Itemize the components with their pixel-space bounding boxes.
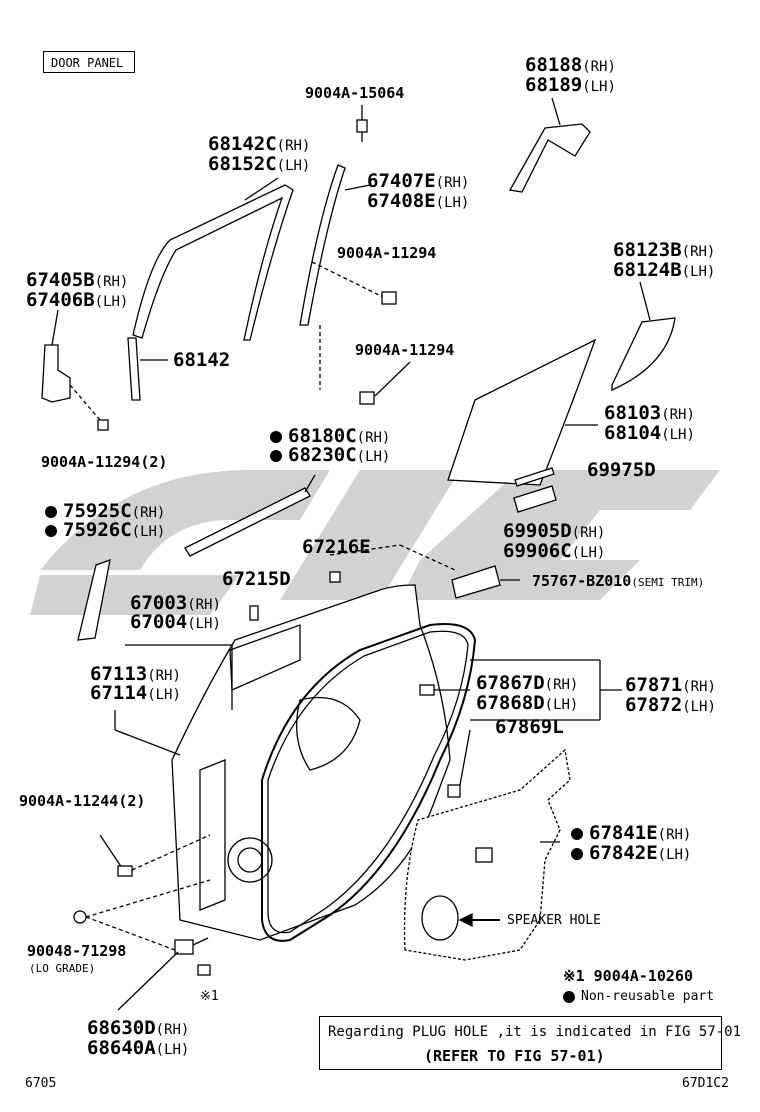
label-68142C: 68142C(RH) (208, 133, 311, 155)
part-68123B-glass (611, 317, 676, 392)
nonreusable-dot-icon (45, 505, 57, 518)
label-68640A: 68640A(LH) (87, 1037, 190, 1059)
bolt-icon (356, 119, 368, 133)
label-67405B: 67405B(RH) (26, 269, 129, 291)
legend-nonreusable: Non-reusable part (563, 990, 714, 1003)
part-68180C-moulding (184, 487, 311, 557)
part-75767-trim (451, 565, 501, 599)
clip-icon (249, 605, 259, 621)
bolt-icon (117, 865, 133, 877)
label-67215D: 67215D (222, 568, 291, 590)
label-68104: 68104(LH) (604, 422, 695, 444)
speaker-hole-shape (421, 895, 459, 941)
bolt-icon (359, 391, 375, 405)
legend-note1: ※1 9004A-10260 (563, 967, 693, 985)
part-67871-weatherstrip (261, 623, 477, 942)
door-panel-label: DOOR PANEL (51, 56, 124, 70)
footer-left-code: 6705 (25, 1076, 57, 1091)
nonreusable-dot-icon (270, 449, 282, 462)
label-67406B: 67406B(LH) (26, 289, 129, 311)
plug-icon (73, 910, 87, 924)
label-67869L: 67869L (495, 716, 564, 738)
label-67407E: 67407E(RH) (367, 170, 470, 192)
nonreusable-dot-icon (270, 430, 282, 443)
label-9004A-15064: 9004A-15064 (305, 84, 405, 102)
label-speaker-hole: SPEAKER HOLE (507, 913, 601, 928)
door-panel-label-box: DOOR PANEL (43, 51, 135, 73)
label-67113: 67113(RH) (90, 663, 181, 685)
label-68152C: 68152C(LH) (208, 153, 311, 175)
label-lo-grade: (LO GRADE) (29, 962, 96, 975)
clip-67869L-icon (447, 784, 461, 798)
nonreusable-dot-icon (571, 847, 583, 860)
plug-hole-note: Regarding PLUG HOLE ,it is indicated in … (319, 1016, 741, 1070)
door-check-icon (174, 939, 194, 955)
nonreusable-dot-icon (45, 524, 57, 537)
label-75767: 75767-BZ010(SEMI TRIM) (532, 572, 705, 590)
part-69905D-strip (513, 485, 557, 513)
label-68630D: 68630D(RH) (87, 1017, 190, 1039)
label-75926C: 75926C(LH) (45, 521, 165, 540)
part-75925C-garnish (77, 559, 111, 641)
clip-67867D-icon (419, 684, 435, 696)
label-68103: 68103(RH) (604, 402, 695, 424)
part-68142C-channel (132, 184, 294, 341)
part-68103-glass (447, 338, 597, 486)
footer-right-code: 67D1C2 (682, 1076, 729, 1091)
part-69975D-strip (514, 467, 555, 487)
label-ref1: ※1 (200, 989, 219, 1004)
part-68188-frame (508, 123, 591, 193)
label-9004A-11294-a: 9004A-11294 (337, 244, 437, 262)
label-9004A-11244: 9004A-11244(2) (19, 792, 146, 810)
label-69905D: 69905D(RH) (503, 520, 606, 542)
label-69975D: 69975D (587, 459, 656, 481)
label-67842E: 67842E(LH) (571, 844, 691, 863)
label-90048-71298: 90048-71298 (27, 942, 127, 960)
label-68180C: 68180C(RH) (270, 427, 390, 446)
label-67408E: 67408E(LH) (367, 190, 470, 212)
label-68230C: 68230C(LH) (270, 446, 390, 465)
clip-icon (329, 571, 341, 583)
note-line1: Regarding PLUG HOLE ,it is indicated in … (328, 1024, 742, 1040)
label-9004A-11294-b: 9004A-11294 (355, 341, 455, 359)
label-68188: 68188(RH) (525, 54, 616, 76)
label-67004: 67004(LH) (130, 611, 221, 633)
label-68142: 68142 (173, 349, 231, 371)
label-68123B: 68123B(RH) (613, 239, 716, 261)
label-67114: 67114(LH) (90, 682, 181, 704)
bolt-icon (381, 291, 397, 305)
nonreusable-dot-icon (571, 827, 583, 840)
note-line2: (REFER TO FIG 57-01) (424, 1047, 605, 1065)
part-68142-strip (127, 337, 141, 401)
label-67868D: 67868D(LH) (476, 692, 579, 714)
label-67872: 67872(LH) (625, 694, 716, 716)
label-68124B: 68124B(LH) (613, 259, 716, 281)
label-68189: 68189(LH) (525, 74, 616, 96)
label-9004A-11294-2: 9004A-11294(2) (41, 453, 168, 471)
nonreusable-dot-icon (563, 990, 575, 1003)
watermark-shapes (30, 470, 720, 615)
part-67405B-bracket (41, 344, 71, 403)
label-67871: 67871(RH) (625, 674, 716, 696)
label-67216E: 67216E (302, 536, 371, 558)
label-69906C: 69906C(LH) (503, 540, 606, 562)
label-67003: 67003(RH) (130, 592, 221, 614)
part-67407E-bar (299, 164, 346, 326)
label-67841E: 67841E(RH) (571, 824, 691, 843)
label-75925C: 75925C(RH) (45, 502, 165, 521)
label-67867D: 67867D(RH) (476, 672, 579, 694)
